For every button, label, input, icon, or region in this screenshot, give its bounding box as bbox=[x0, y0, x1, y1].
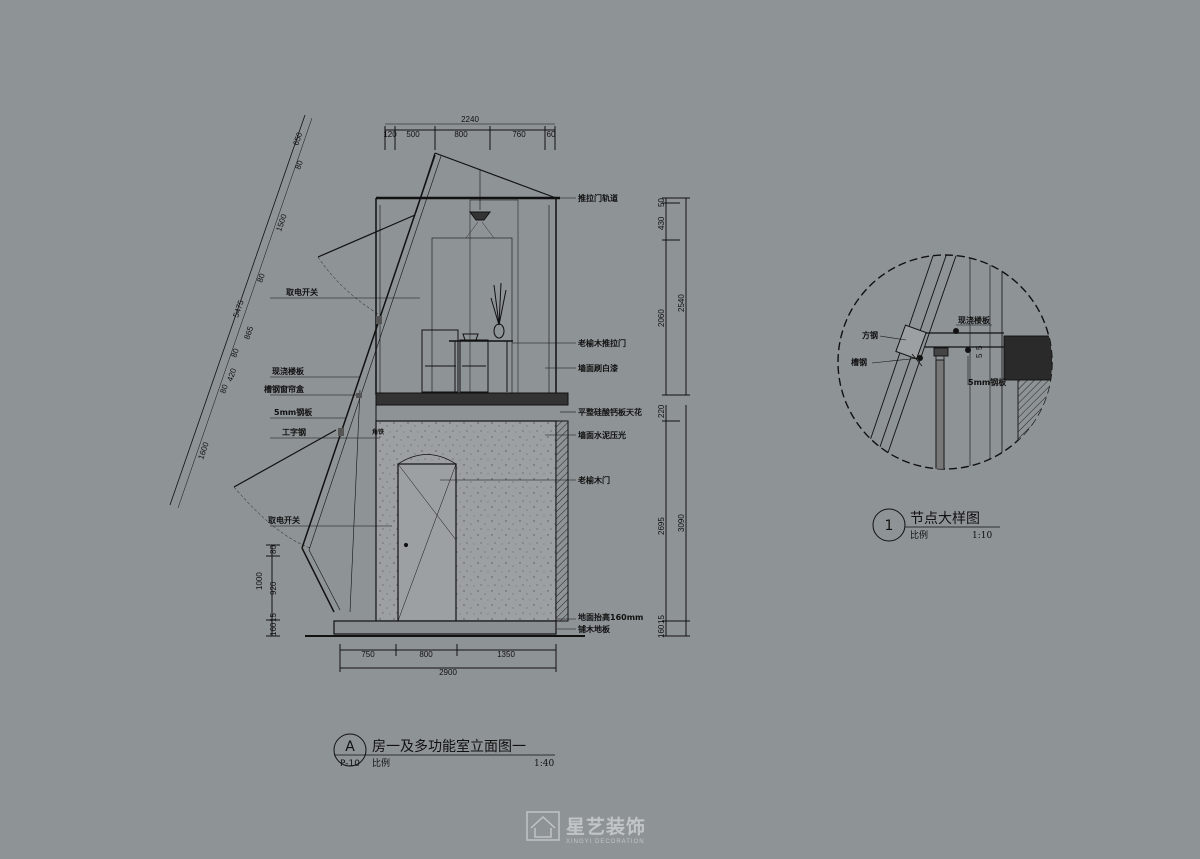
slope-dim-1600: 1600 bbox=[196, 440, 210, 460]
right-dim-160: 160 bbox=[657, 624, 666, 638]
detail-label-steel-plate: 5mm钢板 bbox=[968, 377, 1007, 387]
top-dim-total: 2240 bbox=[461, 115, 479, 124]
elevation-letter: A bbox=[345, 739, 355, 755]
left-dim-1000: 1000 bbox=[255, 572, 264, 590]
slope-dim-650: 650 bbox=[291, 131, 304, 147]
top-dim-1: 120 bbox=[383, 130, 397, 139]
bottom-dim-2: 800 bbox=[419, 650, 433, 659]
slope-dim-80a: 80 bbox=[293, 159, 305, 171]
slope-dim-80b: 80 bbox=[255, 272, 267, 284]
detail-scale: 1:10 bbox=[972, 531, 992, 541]
detail-scale-label: 比例 bbox=[910, 529, 928, 541]
right-dim-50: 50 bbox=[657, 198, 666, 207]
slope-dim-5475: 5475 bbox=[231, 298, 245, 318]
left-dim-80: 80 bbox=[269, 545, 278, 554]
slope-dim-80c: 80 bbox=[229, 347, 241, 359]
elevation-sheet-no: P-10 bbox=[340, 759, 360, 769]
label-cast-slab: 现浇楼板 bbox=[272, 366, 305, 376]
watermark-name: 星艺装饰 bbox=[566, 815, 646, 838]
label-sliding-track: 推拉门轨道 bbox=[578, 193, 618, 203]
detail-title-block: 1 节点大样图 比例 1:10 bbox=[872, 508, 1000, 542]
bottom-dim-total: 2900 bbox=[439, 668, 457, 677]
right-dim-220: 220 bbox=[657, 404, 666, 418]
top-dim-5: 60 bbox=[547, 130, 556, 139]
label-power-switch-lower: 取电开关 bbox=[268, 515, 300, 525]
top-dim-3: 800 bbox=[454, 130, 468, 139]
bottom-dim-3: 1350 bbox=[497, 650, 515, 659]
right-dim-2540: 2540 bbox=[677, 294, 686, 312]
label-channel-steel-box: 槽钢窗帘盒 bbox=[264, 384, 305, 394]
watermark-sub: XINGYI DECORATION bbox=[566, 839, 645, 845]
label-angle-iron: 角铁 bbox=[372, 428, 384, 436]
label-cement-wall: 墙面水泥压光 bbox=[578, 430, 626, 440]
detail-title: 节点大样图 bbox=[910, 511, 980, 527]
slope-dim-420: 420 bbox=[225, 367, 238, 383]
slope-dim-1500: 1500 bbox=[274, 212, 288, 232]
left-dim-160: 160 bbox=[269, 622, 278, 636]
label-steel-plate: 5mm钢板 bbox=[274, 407, 313, 417]
bottom-dim-1: 750 bbox=[361, 650, 375, 659]
slope-dim-80d: 80 bbox=[218, 383, 230, 395]
logo-house-icon bbox=[526, 811, 560, 841]
right-dim-430: 430 bbox=[657, 216, 666, 230]
detail-label-square-steel: 方钢 bbox=[862, 330, 878, 340]
elevation-scale: 1:40 bbox=[534, 759, 554, 769]
slope-dim-865: 865 bbox=[242, 325, 255, 341]
label-i-beam: 工字钢 bbox=[282, 427, 306, 437]
detail-label-channel-steel: 槽钢 bbox=[851, 357, 867, 367]
right-dim-2060: 2060 bbox=[657, 309, 666, 327]
elevation-drawing bbox=[169, 114, 690, 672]
label-wood-floor: 铺木地板 bbox=[578, 624, 611, 634]
detail-dim-b: 5 bbox=[975, 345, 984, 350]
left-dim-15: 15 bbox=[269, 613, 278, 622]
label-elm-door: 老榆木门 bbox=[577, 475, 610, 485]
left-dim-920: 920 bbox=[269, 581, 278, 595]
elevation-title-block: A P-10 房一及多功能室立面图一 比例 1:40 bbox=[333, 733, 555, 769]
elevation-scale-label: 比例 bbox=[372, 757, 390, 769]
label-calcium-silicate-ceiling: 平整硅酸钙板天花 bbox=[578, 407, 642, 417]
detail-dim-a: 5 bbox=[975, 353, 984, 358]
detail-label-cast-slab: 现浇楼板 bbox=[958, 315, 991, 325]
watermark: 星艺装饰 XINGYI DECORATION bbox=[526, 811, 646, 845]
right-dim-3090: 3090 bbox=[677, 514, 686, 532]
top-dim-2: 500 bbox=[406, 130, 420, 139]
detail-drawing: 现浇楼板 方钢 槽钢 5mm钢板 5 5 bbox=[837, 254, 1053, 470]
label-white-paint-wall: 墙面刷白漆 bbox=[578, 363, 618, 373]
label-elm-sliding-door: 老榆木推拉门 bbox=[577, 338, 626, 348]
top-dim-4: 760 bbox=[512, 130, 526, 139]
label-floor-raise: 地面抬高160mm bbox=[578, 612, 643, 622]
right-dim-2695: 2695 bbox=[657, 517, 666, 535]
detail-number: 1 bbox=[885, 518, 894, 534]
label-power-switch-upper: 取电开关 bbox=[286, 287, 318, 297]
elevation-title: 房一及多功能室立面图一 bbox=[372, 738, 526, 755]
right-dim-15: 15 bbox=[657, 615, 666, 624]
